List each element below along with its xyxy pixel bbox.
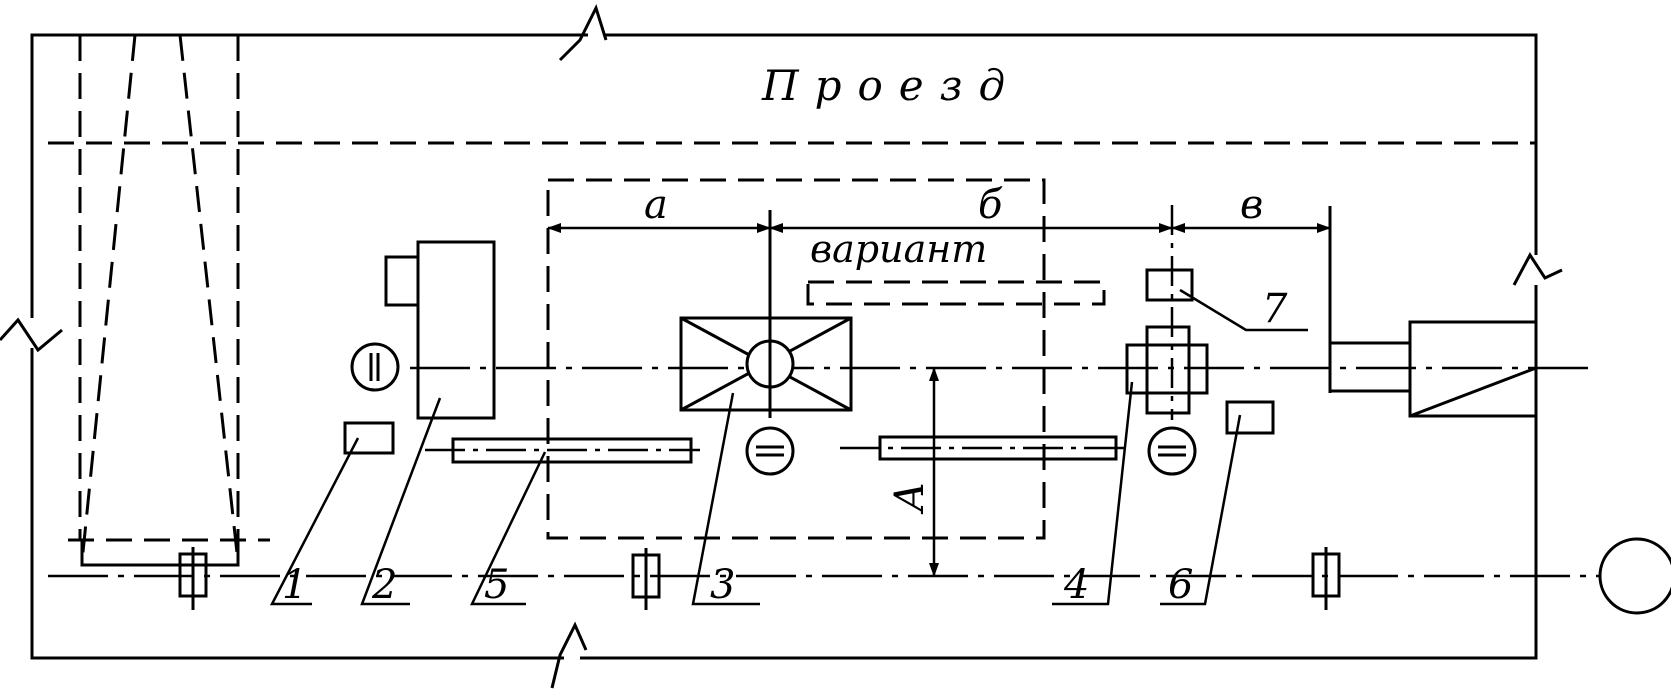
callout-1: 1 (282, 562, 307, 608)
callout-2: 2 (371, 562, 397, 608)
operator-position-center (745, 426, 795, 476)
variant-label: вариант (810, 227, 987, 271)
bottom-track (48, 537, 1671, 615)
break-mark-right (1512, 252, 1563, 286)
break-mark-top (558, 4, 608, 62)
item-4-unit (1125, 205, 1209, 476)
passage-label: Проезд (761, 61, 1021, 110)
callout-7: 7 (1262, 286, 1288, 332)
variant-position: вариант (806, 227, 1106, 306)
track-support-2 (631, 548, 661, 610)
dim-b-label: б (978, 182, 1003, 228)
callout-4: 4 (1063, 562, 1089, 608)
dimension-lines: а б в А (547, 182, 1331, 577)
item-2-cabinet (350, 240, 496, 420)
item-3-unit (679, 210, 853, 476)
operator-position-left (350, 342, 400, 392)
room-boundary (0, 4, 1563, 689)
callout-6: 6 (1168, 562, 1193, 608)
dim-v-label: в (1240, 182, 1263, 228)
passage-zone: Проезд (48, 61, 1536, 145)
work-zone (546, 178, 1046, 540)
item-5-rails (425, 435, 1125, 464)
callout-5: 5 (484, 562, 509, 608)
item-7-box (1145, 268, 1194, 302)
operator-position-right (1147, 426, 1197, 476)
track-support-3 (1311, 547, 1341, 610)
dim-a-label: а (644, 182, 668, 228)
break-mark-left (0, 317, 63, 353)
track-support-1 (178, 547, 208, 610)
dim-A-label: А (887, 482, 933, 515)
callouts: 1 2 5 3 4 6 7 (269, 286, 1308, 608)
crane-gantry (68, 34, 270, 567)
callout-3: 3 (710, 562, 735, 608)
break-mark-bottom (550, 621, 588, 689)
item-1-box (343, 421, 395, 455)
right-machine (1328, 206, 1538, 418)
end-circle (1598, 537, 1671, 615)
item-6-box (1225, 400, 1275, 435)
